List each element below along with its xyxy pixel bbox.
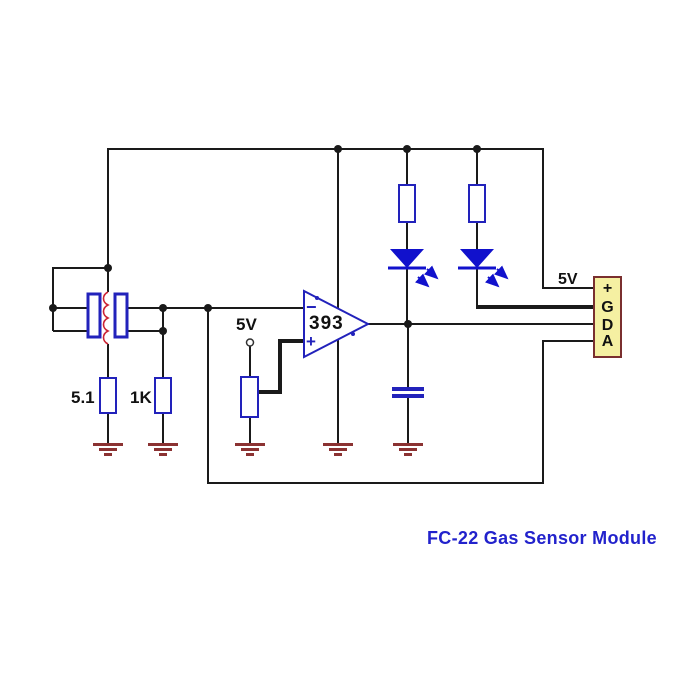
ground-symbol: [393, 443, 423, 456]
connector-pin-g: G: [601, 299, 614, 316]
gas-sensor: [86, 291, 129, 345]
heater-resistor-label: 5.1: [71, 388, 95, 407]
vref-potentiometer: [240, 376, 259, 418]
wire-load-resistor-tie: [127, 308, 164, 378]
connector-supply-label: 5V: [558, 271, 578, 288]
comparator-393: [303, 289, 371, 359]
load-resistor-label: 1K: [130, 388, 152, 407]
heater-coil: [102, 291, 110, 345]
dout-led: [388, 249, 437, 286]
vref-supply-terminal: [245, 338, 255, 347]
heater-resistor: [99, 377, 117, 414]
led1-resistor: [398, 184, 416, 223]
power-led: [458, 249, 507, 286]
wire-resistor-grounds: [107, 344, 164, 443]
vref-supply-label: 5V: [236, 315, 257, 334]
output-capacitor: [392, 387, 424, 398]
schematic-title: FC-22 Gas Sensor Module: [427, 528, 657, 548]
ground-symbol: [148, 443, 178, 456]
wire-left-electrode-pins: [53, 307, 88, 332]
connector-pin-a: A: [601, 333, 614, 350]
wire-supply-rail: [107, 148, 594, 289]
sensor-electrode-left: [86, 292, 102, 339]
connector-pin-d: D: [601, 317, 614, 334]
ground-symbol: [323, 443, 353, 456]
output-connector: [593, 276, 622, 358]
wire-analog-out: [207, 308, 594, 484]
wire-pot-wiper: [255, 339, 305, 394]
comparator-part-label: 393: [309, 313, 344, 334]
inverting-input-label: −: [306, 297, 317, 317]
sensor-electrode-right: [113, 292, 129, 339]
led2-resistor: [468, 184, 486, 223]
load-resistor: [154, 377, 172, 414]
ground-symbol: [235, 443, 265, 456]
ground-symbol: [93, 443, 123, 456]
connector-pin-plus: +: [602, 280, 613, 297]
noninverting-input-label: +: [306, 332, 316, 351]
junction-dots: [49, 145, 481, 335]
